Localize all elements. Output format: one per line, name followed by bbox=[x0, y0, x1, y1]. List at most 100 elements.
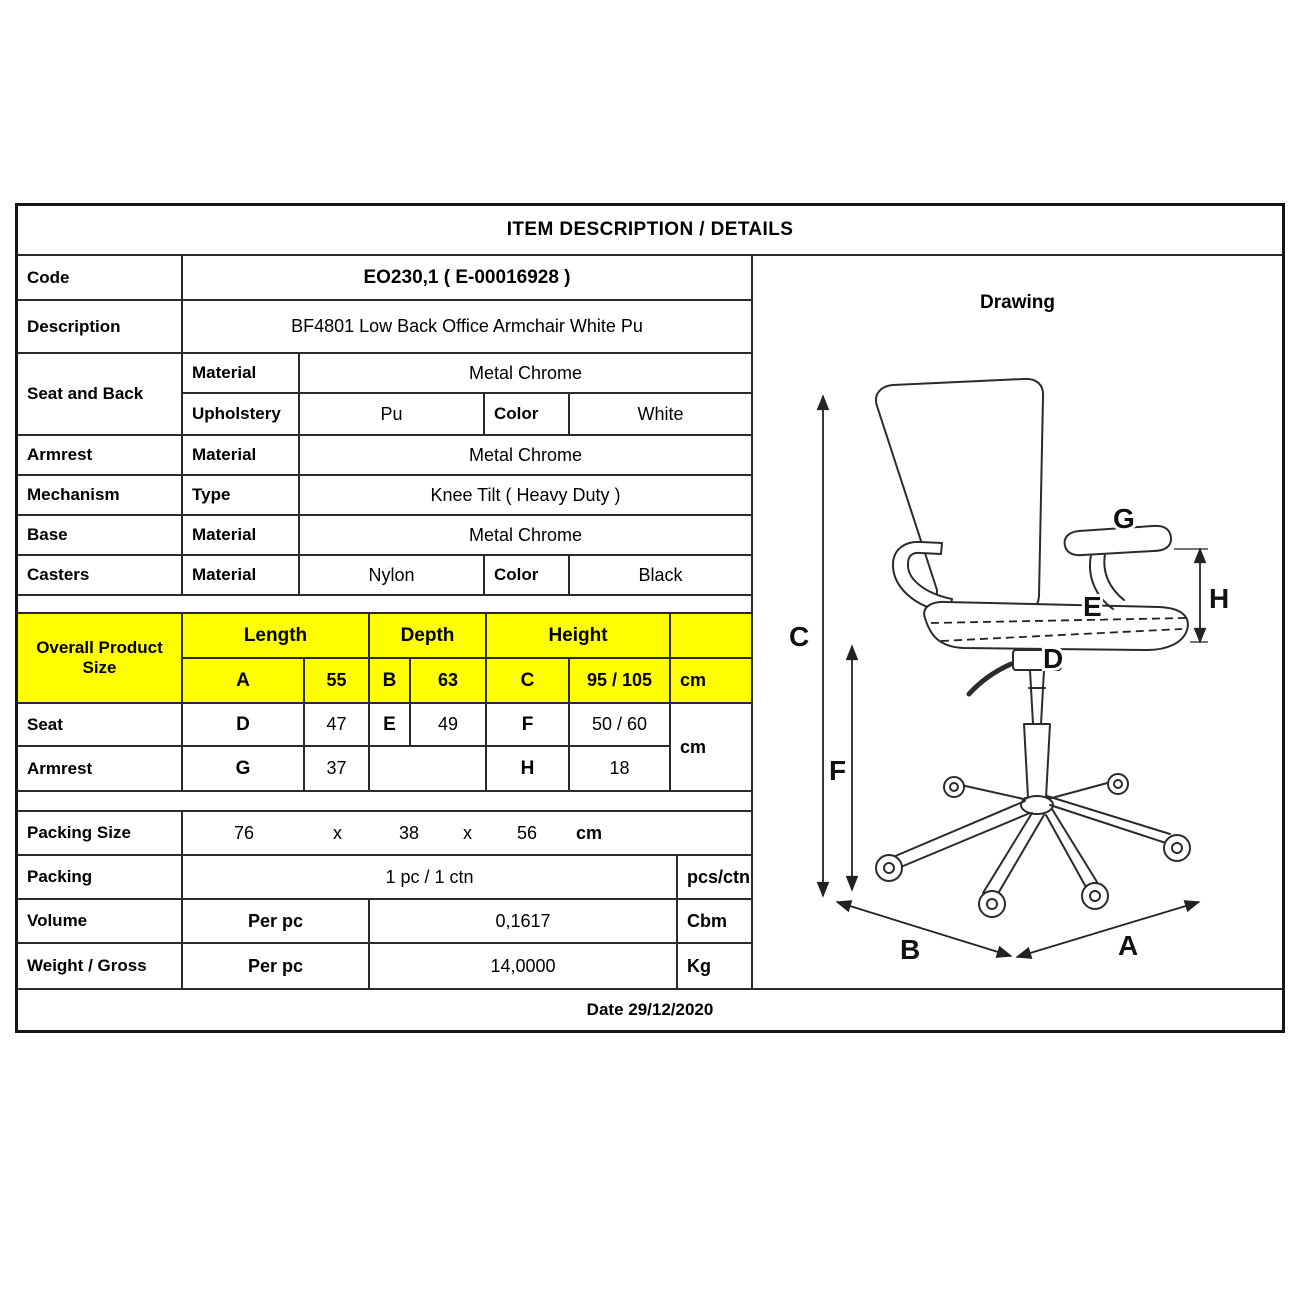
row-armrest: Armrest Material Metal Chrome bbox=[18, 436, 751, 476]
value-c: 95 / 105 bbox=[570, 659, 671, 702]
key-d: D bbox=[183, 704, 305, 745]
armrest-label: Armrest bbox=[18, 436, 183, 474]
value-b: 63 bbox=[411, 659, 487, 702]
key-e: E bbox=[370, 704, 411, 745]
base-material-label: Material bbox=[183, 516, 300, 554]
row-description: Description BF4801 Low Back Office Armch… bbox=[18, 301, 751, 354]
spacer-row bbox=[18, 792, 751, 812]
weight-unit: Kg bbox=[687, 955, 711, 976]
packing-size-v1: 76 bbox=[233, 822, 255, 843]
row-overall-size: Overall Product Size Length Depth Height… bbox=[18, 614, 751, 704]
description-value: BF4801 Low Back Office Armchair White Pu bbox=[291, 316, 643, 336]
armrest-material-label: Material bbox=[183, 436, 300, 474]
dim-label-d: D bbox=[1043, 643, 1063, 674]
chair-gaslift bbox=[1023, 669, 1051, 799]
volume-unit: Cbm bbox=[687, 910, 727, 931]
casters-color-label: Color bbox=[485, 556, 570, 594]
depth-header: Depth bbox=[370, 614, 487, 657]
base-label: Base bbox=[18, 516, 183, 554]
size-values-row: A 55 B 63 C 95 / 105 cm bbox=[183, 659, 751, 702]
casters-material-label: Material bbox=[183, 556, 300, 594]
armrest-dims-row: Armrest G 37 H 18 bbox=[18, 747, 671, 790]
row-volume: Volume Per pc 0,1617 Cbm bbox=[18, 900, 751, 944]
volume-value: 0,1617 bbox=[370, 900, 678, 942]
dim-label-h: H bbox=[1209, 583, 1229, 614]
key-a: A bbox=[183, 659, 305, 702]
value-h: 18 bbox=[570, 747, 671, 790]
seat-back-upholstery-row: Upholstery Pu Color White bbox=[183, 394, 751, 434]
color-label: Color bbox=[485, 394, 570, 434]
date-text: Date 29/12/2020 bbox=[586, 1000, 714, 1019]
packing-size-x1: x bbox=[333, 822, 342, 843]
dim-line-b bbox=[835, 900, 1013, 958]
page-title: ITEM DESCRIPTION / DETAILS bbox=[18, 206, 1282, 256]
mechanism-label: Mechanism bbox=[18, 476, 183, 514]
height-header: Height bbox=[487, 614, 671, 657]
row-code: Code EO230,1 ( E-00016928 ) bbox=[18, 256, 751, 301]
row-seat-armrest-dims: Seat D 47 E 49 F 50 / 60 Armrest G 37 H bbox=[18, 704, 751, 792]
packing-size-v3: 56 bbox=[516, 822, 538, 843]
packing-size-x2: x bbox=[463, 822, 472, 843]
dim-label-b: B bbox=[900, 934, 920, 965]
dim-label-c: C bbox=[789, 621, 809, 652]
chair-right-armrest bbox=[1063, 524, 1172, 557]
packing-value: 1 pc / 1 ctn bbox=[183, 856, 678, 898]
dimension-labels: C F G H E D B A bbox=[786, 500, 1232, 968]
packing-size-label: Packing Size bbox=[18, 812, 183, 854]
casters-label: Casters bbox=[18, 556, 183, 594]
spacer-row bbox=[18, 596, 751, 614]
date-row: Date 29/12/2020 bbox=[18, 988, 1282, 1030]
overall-unit: cm bbox=[671, 659, 751, 702]
code-label: Code bbox=[18, 256, 183, 299]
seat-depth-dashed-line-d bbox=[940, 628, 1183, 642]
description-label: Description bbox=[18, 301, 183, 352]
key-b: B bbox=[370, 659, 411, 702]
value-f: 50 / 60 bbox=[570, 704, 671, 745]
row-weight: Weight / Gross Per pc 14,0000 Kg bbox=[18, 944, 751, 988]
seat-dims-row: Seat D 47 E 49 F 50 / 60 bbox=[18, 704, 671, 747]
dim-label-e: E bbox=[1083, 591, 1102, 622]
packing-size-v2: 38 bbox=[398, 822, 420, 843]
upholstery-label: Upholstery bbox=[183, 394, 300, 434]
seat-armrest-unit: cm bbox=[680, 736, 707, 757]
material-label: Material bbox=[183, 354, 300, 392]
dim-label-f: F bbox=[829, 755, 846, 786]
packing-label: Packing bbox=[18, 856, 183, 898]
chair-mechanism bbox=[1012, 649, 1062, 671]
material-value: Metal Chrome bbox=[468, 362, 583, 383]
weight-value: 14,0000 bbox=[370, 944, 678, 988]
chair-lever bbox=[966, 661, 1014, 697]
chair-seat bbox=[923, 600, 1189, 651]
row-seat-and-back: Seat and Back Material Metal Chrome Upho… bbox=[18, 354, 751, 436]
key-c: C bbox=[487, 659, 570, 702]
packing-unit: pcs/ctn bbox=[687, 866, 751, 887]
dimension-lines bbox=[816, 394, 1208, 959]
overall-size-label: Overall Product Size bbox=[18, 614, 183, 702]
row-mechanism: Mechanism Type Knee Tilt ( Heavy Duty ) bbox=[18, 476, 751, 516]
size-header-empty bbox=[671, 614, 751, 657]
key-f: F bbox=[487, 704, 570, 745]
seat-label: Seat bbox=[18, 704, 183, 745]
dim-line-a bbox=[1015, 900, 1201, 959]
base-material-value: Metal Chrome bbox=[468, 524, 583, 545]
volume-label: Volume bbox=[18, 900, 183, 942]
mechanism-type-value: Knee Tilt ( Heavy Duty ) bbox=[430, 484, 621, 505]
casters-color-value: Black bbox=[638, 564, 683, 585]
size-header-row: Length Depth Height bbox=[183, 614, 751, 659]
mechanism-type-label: Type bbox=[183, 476, 300, 514]
armrest-material-value: Metal Chrome bbox=[468, 444, 583, 465]
key-g: G bbox=[183, 747, 305, 790]
weight-label: Weight / Gross bbox=[18, 944, 183, 988]
spec-table: Code EO230,1 ( E-00016928 ) Description … bbox=[18, 256, 751, 988]
row-base: Base Material Metal Chrome bbox=[18, 516, 751, 556]
chair-left-armrest bbox=[891, 540, 953, 614]
seat-back-label: Seat and Back bbox=[18, 354, 183, 434]
seat-depth-dashed-line-e bbox=[930, 617, 1187, 624]
key-h: H bbox=[487, 747, 570, 790]
spec-sheet: ITEM DESCRIPTION / DETAILS Code EO230,1 … bbox=[15, 203, 1285, 1033]
dim-label-a: A bbox=[1118, 930, 1138, 961]
volume-per: Per pc bbox=[183, 900, 370, 942]
sheet-body: Code EO230,1 ( E-00016928 ) Description … bbox=[18, 256, 1282, 988]
casters-material-value: Nylon bbox=[300, 556, 485, 594]
packing-size-unit: cm bbox=[576, 822, 603, 843]
